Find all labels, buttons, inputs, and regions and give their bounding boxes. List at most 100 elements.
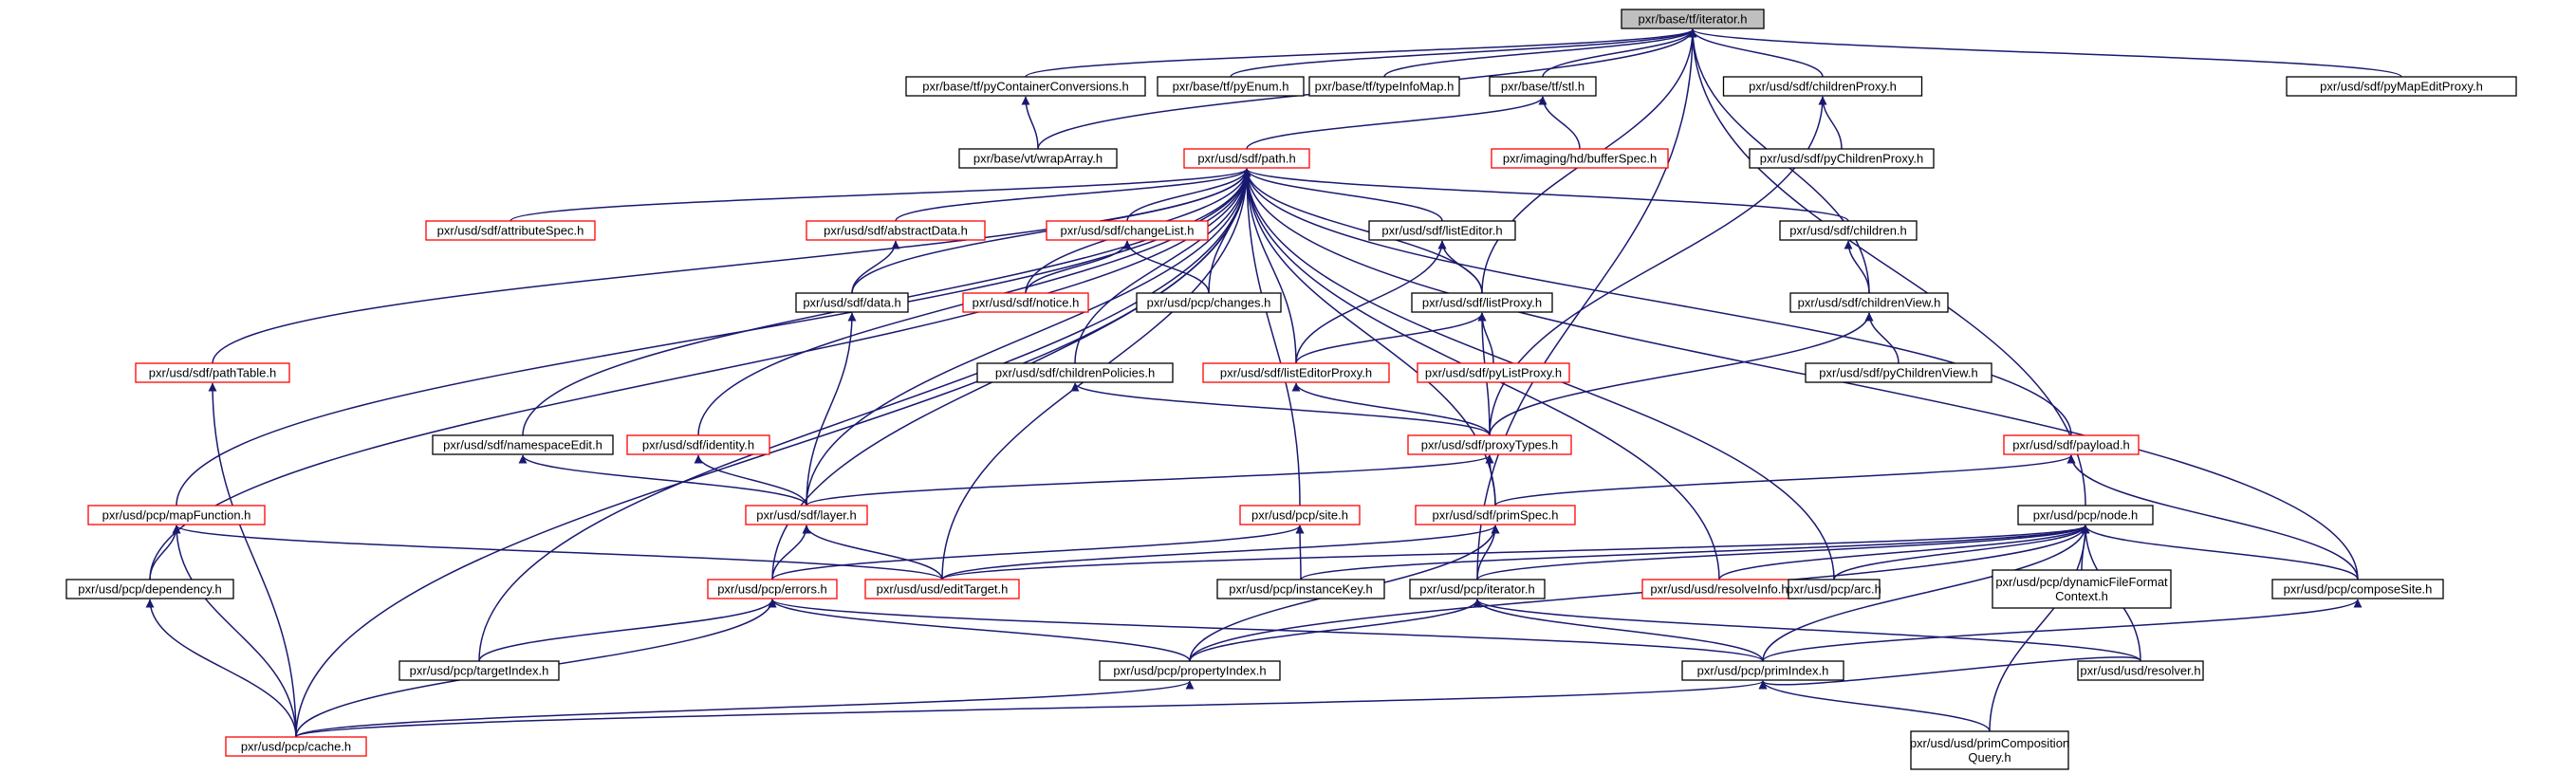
node-iterator[interactable]: pxr/base/tf/iterator.h xyxy=(1621,9,1765,29)
node-box xyxy=(1368,220,1516,241)
edge-target-index-to-path xyxy=(478,168,1251,662)
edge-notice-to-change-list xyxy=(1025,240,1132,294)
node-label: pxr/usd/usd/resolver.h xyxy=(2080,664,2200,678)
node-label: pxr/usd/pcp/instanceKey.h xyxy=(1229,582,1373,597)
node-target-index[interactable]: pxr/usd/pcp/targetIndex.h xyxy=(398,660,560,681)
node-attribute-spec[interactable]: pxr/usd/sdf/attributeSpec.h xyxy=(425,220,596,241)
node-layer[interactable]: pxr/usd/sdf/layer.h xyxy=(745,505,868,525)
node-prim-index[interactable]: pxr/usd/pcp/primIndex.h xyxy=(1681,660,1844,681)
node-prim-spec[interactable]: pxr/usd/sdf/primSpec.h xyxy=(1415,505,1576,525)
node-py-enum[interactable]: pxr/base/tf/pyEnum.h xyxy=(1157,76,1305,97)
edge-dependency-to-map-function xyxy=(149,525,181,580)
node-node[interactable]: pxr/usd/pcp/node.h xyxy=(2017,505,2154,525)
node-label: pxr/usd/sdf/proxyTypes.h xyxy=(1421,438,1559,452)
node-resolver[interactable]: pxr/usd/usd/resolver.h xyxy=(2077,660,2204,681)
node-list-editor[interactable]: pxr/usd/sdf/listEditor.h xyxy=(1368,220,1516,241)
node-resolve-info[interactable]: pxr/usd/usd/resolveInfo.h xyxy=(1641,579,1797,599)
node-box xyxy=(65,579,234,599)
node-label: pxr/usd/pcp/dynamicFileFormat xyxy=(1995,575,2168,589)
node-py-container-conversions[interactable]: pxr/base/tf/pyContainerConversions.h xyxy=(905,76,1146,97)
node-children[interactable]: pxr/usd/sdf/children.h xyxy=(1779,220,1918,241)
node-label: pxr/usd/usd/editTarget.h xyxy=(877,582,1009,597)
node-box xyxy=(976,362,1174,383)
node-py-list-proxy[interactable]: pxr/usd/sdf/pyListProxy.h xyxy=(1417,362,1570,383)
node-abstract-data[interactable]: pxr/usd/sdf/abstractData.h xyxy=(806,220,986,241)
node-children-view[interactable]: pxr/usd/sdf/childrenView.h xyxy=(1789,292,1949,313)
edge-arc-to-node xyxy=(1833,525,2090,580)
node-proxy-types[interactable]: pxr/usd/sdf/proxyTypes.h xyxy=(1407,434,1572,455)
edge-wrap-array-to-py-container-conversions xyxy=(1021,96,1039,150)
node-instance-key[interactable]: pxr/usd/pcp/instanceKey.h xyxy=(1216,579,1385,599)
edge-resolver-to-prim-index xyxy=(1758,656,2141,690)
node-map-function[interactable]: pxr/usd/pcp/mapFunction.h xyxy=(87,505,266,525)
node-label: pxr/base/tf/stl.h xyxy=(1501,80,1585,94)
node-payload[interactable]: pxr/usd/sdf/payload.h xyxy=(2003,434,2140,455)
edge-list-editor-proxy-to-list-editor xyxy=(1295,240,1447,364)
node-stl[interactable]: pxr/base/tf/stl.h xyxy=(1489,76,1597,97)
node-change-list[interactable]: pxr/usd/sdf/changeList.h xyxy=(1046,220,1209,241)
node-property-index[interactable]: pxr/usd/pcp/propertyIndex.h xyxy=(1099,660,1281,681)
edge-site-to-path xyxy=(1242,168,1301,507)
node-changes[interactable]: pxr/usd/pcp/changes.h xyxy=(1136,292,1282,313)
node-box xyxy=(962,292,1089,313)
node-label: pxr/usd/sdf/listProxy.h xyxy=(1422,296,1542,310)
node-pcp-iterator[interactable]: pxr/usd/pcp/iterator.h xyxy=(1409,579,1546,599)
node-arc[interactable]: pxr/usd/pcp/arc.h xyxy=(1787,579,1881,599)
node-label: pxr/usd/sdf/pyChildrenProxy.h xyxy=(1760,152,1923,166)
node-box xyxy=(707,579,838,599)
node-box xyxy=(87,505,266,525)
node-box xyxy=(2271,579,2444,599)
node-list-editor-proxy[interactable]: pxr/usd/sdf/listEditorProxy.h xyxy=(1202,362,1390,383)
node-label: pxr/usd/sdf/attributeSpec.h xyxy=(437,224,584,238)
edge-edit-target-to-node xyxy=(941,525,2090,580)
node-namespace-edit[interactable]: pxr/usd/sdf/namespaceEdit.h xyxy=(432,434,614,455)
node-buffer-spec[interactable]: pxr/imaging/hd/bufferSpec.h xyxy=(1491,148,1669,169)
node-dependency[interactable]: pxr/usd/pcp/dependency.h xyxy=(65,579,234,599)
edge-cache-to-property-index xyxy=(295,680,1195,738)
dependency-edges xyxy=(145,28,2402,738)
edge-prim-index-to-compose-site xyxy=(1762,599,2363,662)
edge-prim-index-to-pcp-iterator xyxy=(1473,599,1764,662)
edge-py-children-proxy-to-children-proxy xyxy=(1818,96,1843,150)
node-notice[interactable]: pxr/usd/sdf/notice.h xyxy=(962,292,1089,313)
node-label: pxr/usd/sdf/payload.h xyxy=(2012,438,2130,452)
edge-changes-to-change-list xyxy=(1122,240,1210,294)
node-py-map-edit-proxy[interactable]: pxr/usd/sdf/pyMapEditProxy.h xyxy=(2286,76,2517,97)
edge-type-info-map-to-iterator xyxy=(1383,28,1697,78)
node-site[interactable]: pxr/usd/pcp/site.h xyxy=(1239,505,1361,525)
node-edit-target[interactable]: pxr/usd/usd/editTarget.h xyxy=(864,579,1020,599)
edge-proxy-types-to-children-policies xyxy=(1070,382,1491,436)
node-box xyxy=(1910,730,2069,770)
node-path[interactable]: pxr/usd/sdf/path.h xyxy=(1183,148,1310,169)
node-list-proxy[interactable]: pxr/usd/sdf/listProxy.h xyxy=(1411,292,1553,313)
node-label: pxr/usd/pcp/errors.h xyxy=(717,582,827,597)
edge-list-editor-to-path xyxy=(1242,168,1443,222)
node-data[interactable]: pxr/usd/sdf/data.h xyxy=(795,292,909,313)
node-cache[interactable]: pxr/usd/pcp/cache.h xyxy=(225,736,367,757)
edge-py-map-edit-proxy-to-iterator xyxy=(1688,28,2402,78)
node-compose-site[interactable]: pxr/usd/pcp/composeSite.h xyxy=(2271,579,2444,599)
edge-resolve-info-to-node xyxy=(1718,525,2090,580)
node-children-proxy[interactable]: pxr/usd/sdf/childrenProxy.h xyxy=(1722,76,1923,97)
node-py-children-proxy[interactable]: pxr/usd/sdf/pyChildrenProxy.h xyxy=(1749,148,1935,169)
node-errors[interactable]: pxr/usd/pcp/errors.h xyxy=(707,579,838,599)
edge-instance-key-to-site xyxy=(1295,525,1305,580)
node-box xyxy=(432,434,614,455)
node-box xyxy=(2077,660,2204,681)
node-wrap-array[interactable]: pxr/base/vt/wrapArray.h xyxy=(958,148,1118,169)
node-identity[interactable]: pxr/usd/sdf/identity.h xyxy=(626,434,770,455)
node-box xyxy=(1491,148,1669,169)
node-children-policies[interactable]: pxr/usd/sdf/childrenPolicies.h xyxy=(976,362,1174,383)
node-type-info-map[interactable]: pxr/base/tf/typeInfoMap.h xyxy=(1308,76,1460,97)
node-path-table[interactable]: pxr/usd/sdf/pathTable.h xyxy=(135,362,290,383)
node-label: pxr/usd/sdf/children.h xyxy=(1789,224,1907,238)
node-py-children-view[interactable]: pxr/usd/sdf/pyChildrenView.h xyxy=(1805,362,1992,383)
edge-resolver-to-pcp-iterator xyxy=(1473,599,2141,662)
edge-payload-to-path xyxy=(1242,168,2072,436)
node-box xyxy=(1308,76,1460,97)
node-label: pxr/base/tf/typeInfoMap.h xyxy=(1315,80,1455,94)
node-label: pxr/usd/pcp/primIndex.h xyxy=(1697,664,1829,678)
edge-data-to-abstract-data xyxy=(851,240,900,294)
